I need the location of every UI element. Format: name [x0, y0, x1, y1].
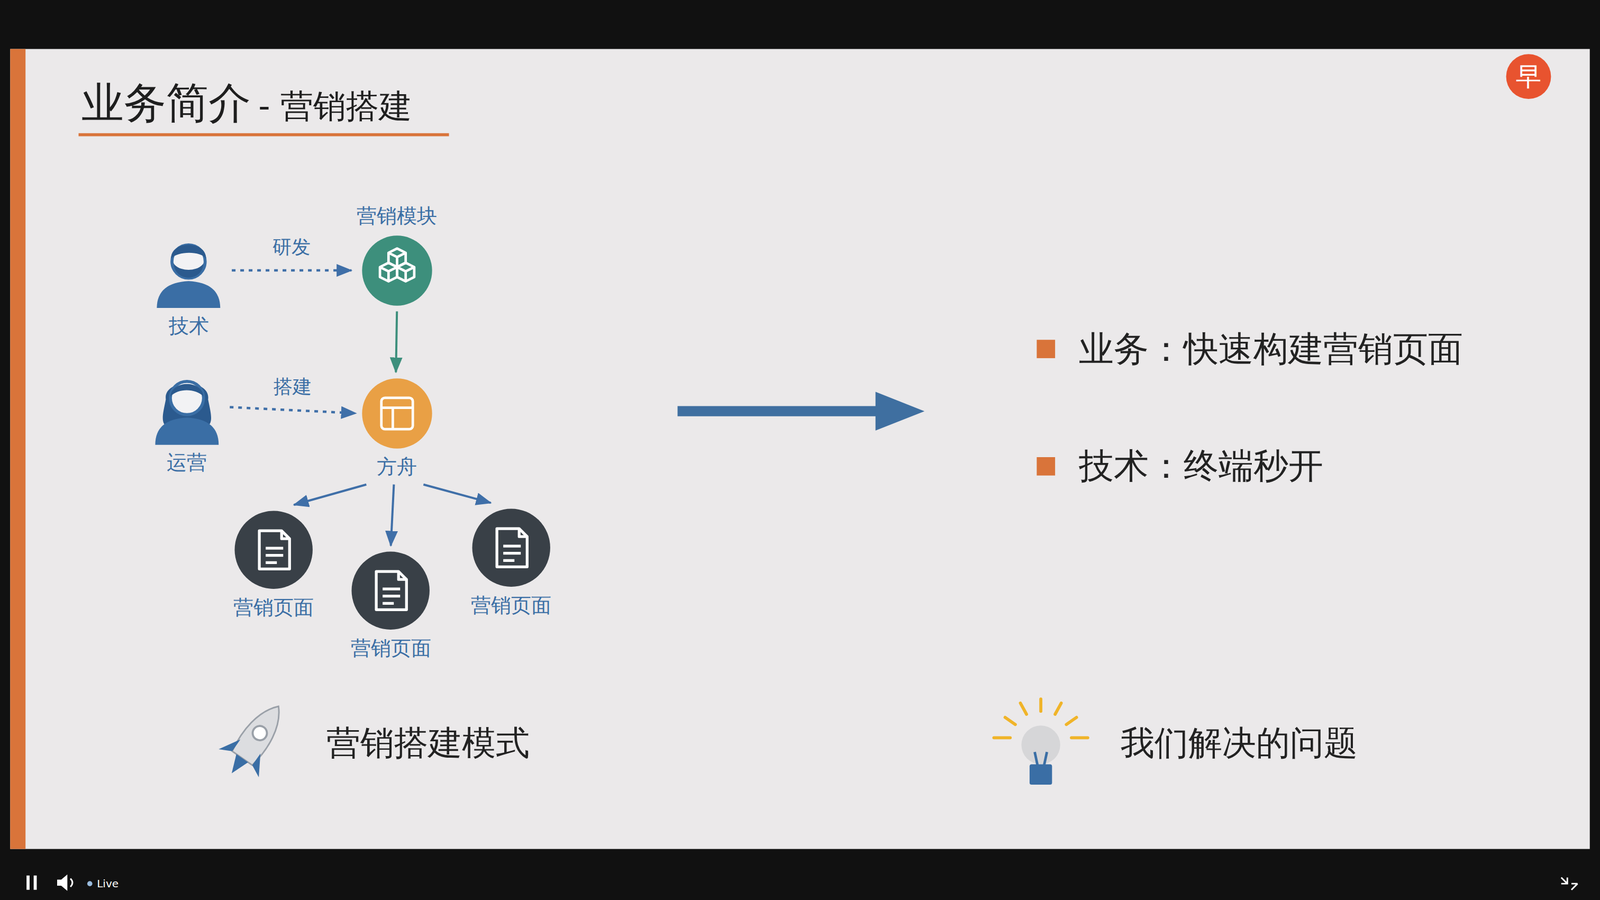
- player-status: Live: [96, 877, 119, 890]
- connector: [423, 484, 491, 504]
- bullet-square: [1036, 339, 1056, 359]
- arrow-shaft: [677, 406, 880, 417]
- person-node: 运营: [149, 369, 225, 476]
- accent-stripe: [10, 49, 26, 850]
- logo-text: 早: [1515, 61, 1542, 93]
- document-symbol: [496, 529, 527, 568]
- slide-title: 业务简介: [81, 77, 251, 129]
- rocket-fin: [218, 732, 241, 757]
- person-hair: [171, 244, 207, 259]
- circle-node: 营销模块: [356, 204, 438, 306]
- edge-label: 搭建: [273, 375, 312, 398]
- title-row: 业务简介- 营销搭建: [81, 77, 412, 129]
- rocket-icon: [211, 692, 299, 787]
- panel-icon: [361, 377, 433, 450]
- connector: [293, 484, 367, 506]
- edge-label: 研发: [272, 235, 311, 259]
- person-head: [170, 381, 204, 415]
- doc-icon: [233, 510, 314, 590]
- speaker-wave: [70, 878, 73, 887]
- node-label: 营销页面: [233, 595, 314, 621]
- document-symbol: [259, 530, 290, 569]
- circle-node: 营销页面: [350, 550, 432, 661]
- node-circle: [361, 378, 432, 449]
- document-lines: [503, 546, 521, 561]
- pause-bar: [33, 875, 38, 890]
- fullscreen-icon: [1561, 877, 1578, 890]
- node-circle: [351, 551, 430, 630]
- person-beard: [173, 262, 204, 278]
- rocket-body: [230, 698, 290, 767]
- node-label: 营销页面: [350, 636, 432, 661]
- bulb-filament: [1034, 751, 1048, 767]
- rocket-fin: [248, 753, 271, 778]
- cube-symbol: [379, 262, 397, 281]
- player-controls: [26, 874, 1578, 892]
- bullet-text: 业务：快速构建营销页面: [1078, 328, 1463, 370]
- node-label: 营销页面: [470, 593, 552, 618]
- rocket-flame: [225, 753, 249, 778]
- person-fringe: [170, 384, 204, 397]
- layout-symbol: [381, 397, 413, 429]
- arrow-head: [875, 392, 925, 431]
- connector: [229, 406, 356, 414]
- circle-node: 营销页面: [470, 507, 552, 618]
- doc-icon: [350, 550, 431, 631]
- bullet-text: 技术：终端秒开: [1078, 445, 1324, 488]
- bulb-base: [1029, 764, 1052, 786]
- slide-subtitle: - 营销搭建: [258, 86, 412, 126]
- logo-circle: [1506, 53, 1552, 99]
- connector: [391, 484, 395, 547]
- big-arrow: [677, 392, 925, 431]
- document-lines: [265, 548, 284, 563]
- pause-bar: [26, 875, 30, 890]
- cubes-icon: [361, 234, 433, 307]
- circle-node: 方舟: [361, 377, 433, 480]
- person-shoulders: [155, 417, 219, 445]
- speaker-icon: [57, 874, 68, 892]
- node-label: 运营: [166, 450, 207, 476]
- node-label: 方舟: [376, 455, 417, 480]
- layout-lines: [381, 407, 413, 430]
- node-circle: [361, 235, 432, 306]
- bullet-square: [1036, 457, 1056, 476]
- document-lines: [383, 589, 401, 604]
- person-node: 技术: [150, 232, 227, 339]
- slide-background: [10, 49, 1590, 850]
- circle-node: 营销页面: [233, 510, 314, 621]
- person-shoulders: [157, 280, 221, 308]
- node-label: 营销模块: [356, 204, 438, 229]
- bulb-glass: [1021, 725, 1061, 765]
- connector: [231, 269, 352, 272]
- ops-icon: [149, 369, 225, 445]
- caption-text: 我们解决的问题: [1120, 722, 1358, 764]
- caption-text: 营销搭建模式: [326, 722, 530, 764]
- title-underline: [78, 133, 450, 137]
- live-dot: [87, 880, 93, 887]
- cube-symbol: [396, 262, 414, 281]
- node-label: 技术: [168, 314, 209, 339]
- doc-icon: [471, 507, 551, 588]
- lightbulb-icon: [993, 698, 1088, 785]
- node-circle: [234, 511, 313, 589]
- rocket-window: [249, 723, 270, 744]
- tech-icon: [150, 232, 227, 309]
- node-circle: [471, 508, 550, 587]
- connector: [395, 311, 397, 373]
- document-symbol: [376, 571, 407, 611]
